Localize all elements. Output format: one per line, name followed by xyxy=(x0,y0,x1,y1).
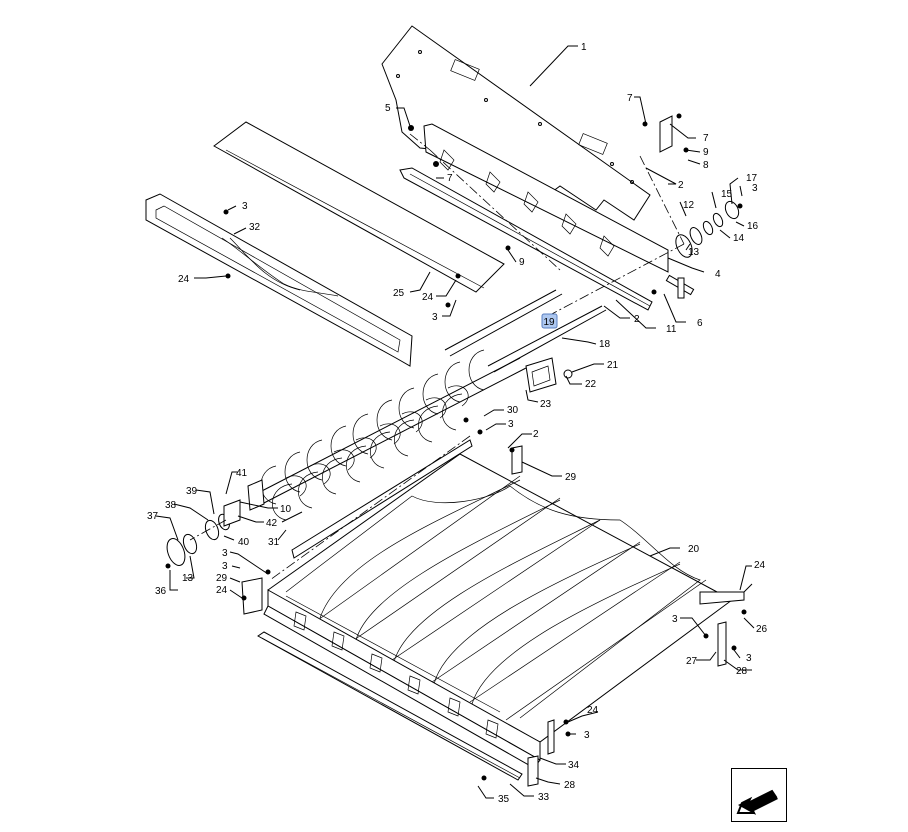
drive-shaft xyxy=(444,289,607,373)
callout-24[interactable]: 24 xyxy=(216,585,228,596)
navigate-back-button[interactable] xyxy=(731,768,787,822)
callout-23[interactable]: 23 xyxy=(540,399,552,410)
callout-13[interactable]: 13 xyxy=(688,247,700,258)
callout-9[interactable]: 9 xyxy=(519,257,525,268)
callout-21[interactable]: 21 xyxy=(607,360,619,371)
plate-21-23 xyxy=(525,357,573,393)
mounting-channel xyxy=(423,123,669,273)
callout-37[interactable]: 37 xyxy=(147,511,159,522)
callout-11[interactable]: 11 xyxy=(666,324,677,335)
callout-4[interactable]: 4 xyxy=(715,269,721,280)
callout-30[interactable]: 30 xyxy=(507,405,519,416)
fasteners xyxy=(165,113,747,781)
callout-27[interactable]: 27 xyxy=(686,656,698,667)
callout-3[interactable]: 3 xyxy=(242,201,248,212)
callout-19[interactable]: 19 xyxy=(543,317,555,328)
callout-32[interactable]: 32 xyxy=(249,222,261,233)
callout-29[interactable]: 29 xyxy=(216,573,228,584)
callout-31[interactable]: 31 xyxy=(268,537,280,548)
end-frame-left xyxy=(145,193,413,367)
callout-25[interactable]: 25 xyxy=(393,288,405,299)
leader-lines xyxy=(155,45,755,799)
callout-2[interactable]: 2 xyxy=(678,180,684,191)
callout-labels: 19 1 5 7 7 9 8 7 2 17 3 15 12 16 14 13 4… xyxy=(147,42,768,805)
callout-1[interactable]: 1 xyxy=(581,42,587,53)
callout-7[interactable]: 7 xyxy=(703,133,709,144)
callout-22[interactable]: 22 xyxy=(585,379,597,390)
trough-cover xyxy=(213,121,505,293)
callout-15[interactable]: 15 xyxy=(721,189,733,200)
callout-7[interactable]: 7 xyxy=(447,173,453,184)
callout-6[interactable]: 6 xyxy=(697,318,703,329)
callout-16[interactable]: 16 xyxy=(747,221,759,232)
callout-42[interactable]: 42 xyxy=(266,518,278,529)
callout-24[interactable]: 24 xyxy=(178,274,190,285)
callout-3[interactable]: 3 xyxy=(508,419,514,430)
callout-20[interactable]: 20 xyxy=(688,544,700,555)
callout-28[interactable]: 28 xyxy=(564,780,576,791)
bearing-group-right xyxy=(659,115,740,299)
callout-3[interactable]: 3 xyxy=(222,561,228,572)
callout-29[interactable]: 29 xyxy=(565,472,577,483)
callout-34[interactable]: 34 xyxy=(568,760,580,771)
callout-2[interactable]: 2 xyxy=(533,429,539,440)
callout-24[interactable]: 24 xyxy=(587,705,599,716)
callout-38[interactable]: 38 xyxy=(165,500,177,511)
callout-24[interactable]: 24 xyxy=(422,292,434,303)
callout-26[interactable]: 26 xyxy=(756,624,768,635)
callout-33[interactable]: 33 xyxy=(538,792,550,803)
callout-8[interactable]: 8 xyxy=(703,160,709,171)
callout-40[interactable]: 40 xyxy=(238,537,250,548)
callout-10[interactable]: 10 xyxy=(280,504,292,515)
end-pieces-right xyxy=(241,445,745,787)
callout-18[interactable]: 18 xyxy=(599,339,611,350)
callout-17[interactable]: 17 xyxy=(746,173,758,184)
callout-13[interactable]: 13 xyxy=(182,573,194,584)
callout-9[interactable]: 9 xyxy=(703,147,709,158)
centerlines xyxy=(189,133,685,581)
callout-3[interactable]: 3 xyxy=(222,548,228,559)
callout-5[interactable]: 5 xyxy=(385,103,391,114)
callout-2[interactable]: 2 xyxy=(634,314,640,325)
arrow-left-down-icon xyxy=(736,789,778,815)
callout-12[interactable]: 12 xyxy=(683,200,695,211)
callout-39[interactable]: 39 xyxy=(186,486,198,497)
bottom-strip xyxy=(257,631,523,781)
callout-41[interactable]: 41 xyxy=(236,468,248,479)
callout-24[interactable]: 24 xyxy=(754,560,766,571)
auger-flights xyxy=(247,349,527,523)
callout-3[interactable]: 3 xyxy=(672,614,678,625)
bearing-group-left xyxy=(166,499,241,566)
callout-3[interactable]: 3 xyxy=(746,653,752,664)
callout-3[interactable]: 3 xyxy=(584,730,590,741)
trough-pan xyxy=(267,453,733,743)
callout-3[interactable]: 3 xyxy=(752,183,758,194)
highlight-box-19 xyxy=(541,313,558,329)
callout-14[interactable]: 14 xyxy=(733,233,745,244)
callout-28[interactable]: 28 xyxy=(736,666,748,677)
callout-36[interactable]: 36 xyxy=(155,586,167,597)
callout-3[interactable]: 3 xyxy=(432,312,438,323)
callout-35[interactable]: 35 xyxy=(498,794,510,805)
callout-7[interactable]: 7 xyxy=(627,93,633,104)
